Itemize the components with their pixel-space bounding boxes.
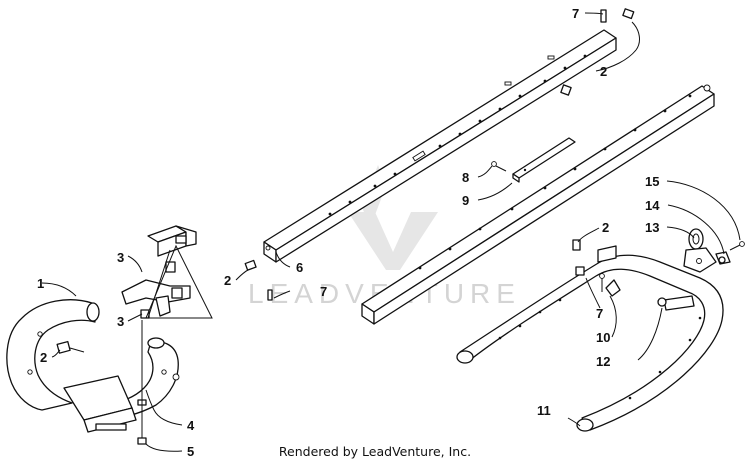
leader-lines	[41, 12, 741, 452]
callout-3: 3	[117, 314, 124, 329]
rendered-by-footer: Rendered by LeadVenture, Inc.	[278, 444, 472, 459]
bumper-fastener-2	[56, 340, 180, 381]
callout-4: 4	[187, 418, 195, 433]
front-bumper	[6, 299, 179, 433]
upper-rail-hardware	[244, 8, 635, 301]
callout-3: 3	[117, 250, 124, 265]
upper-side-rail	[263, 29, 617, 263]
callout-2: 2	[40, 350, 47, 365]
callout-14: 14	[645, 198, 660, 213]
callout-labels: 1 2 3 3 4 5 2 6 7 7 2 8 9 15 14 13 2 7 1…	[37, 6, 660, 459]
nut-5	[137, 320, 147, 445]
callout-5: 5	[187, 444, 194, 459]
callout-7: 7	[320, 284, 327, 299]
callout-1: 1	[37, 276, 44, 291]
callout-10: 10	[596, 330, 610, 345]
rear-bumper-hardware	[572, 239, 667, 307]
screw-8	[491, 161, 507, 172]
callout-6: 6	[296, 260, 303, 275]
callout-2: 2	[602, 220, 609, 235]
lower-side-rail	[361, 84, 715, 325]
support-bar	[512, 137, 576, 183]
callout-7: 7	[572, 6, 579, 21]
bracket-assembly	[121, 225, 213, 319]
callout-2: 2	[224, 273, 231, 288]
callout-13: 13	[645, 220, 659, 235]
rear-bumper	[456, 245, 724, 432]
callout-8: 8	[462, 170, 469, 185]
callout-7: 7	[596, 306, 603, 321]
hitch-assembly	[683, 228, 745, 273]
callout-11: 11	[537, 403, 551, 418]
callout-2: 2	[600, 64, 607, 79]
callout-12: 12	[596, 354, 610, 369]
callout-15: 15	[645, 174, 659, 189]
callout-9: 9	[462, 193, 469, 208]
